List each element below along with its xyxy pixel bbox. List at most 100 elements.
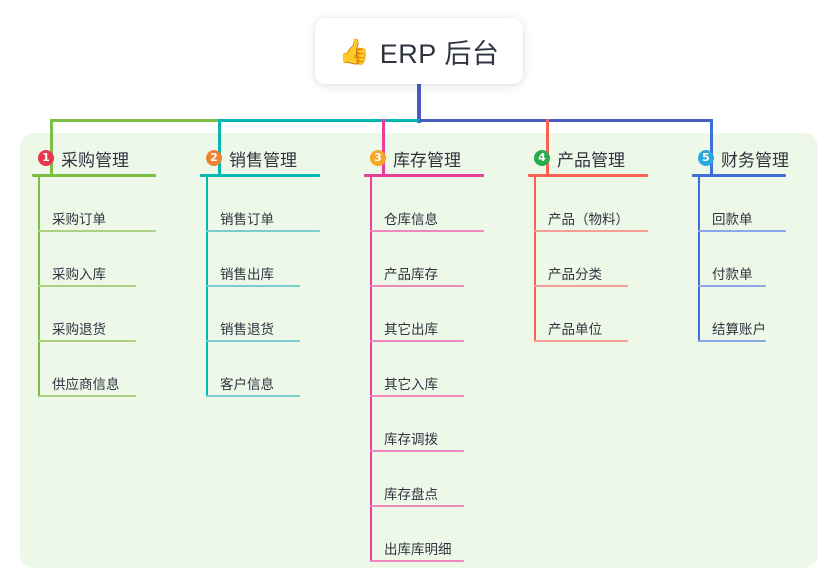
branch-column-2: 2 销售管理销售订单销售出库销售退货客户信息: [188, 146, 352, 566]
leaf-rule: [206, 395, 300, 397]
leaf-rule: [370, 285, 464, 287]
leaf-label: 销售退货: [220, 322, 274, 337]
branch-column-5: 5 财务管理回款单付款单结算账户: [680, 146, 818, 566]
leaf-label: 产品库存: [384, 267, 438, 282]
leaf-label: 回款单: [712, 212, 753, 227]
leaf-rule: [370, 505, 464, 507]
root-node[interactable]: 👍 ERP 后台: [315, 18, 523, 84]
branch-spine: [698, 174, 700, 342]
branch-spine: [534, 174, 536, 342]
root-title: ERP 后台: [379, 38, 500, 69]
leaf-rule: [38, 340, 136, 342]
branch-header-3[interactable]: 3 库存管理: [352, 146, 516, 170]
leaf-label: 采购退货: [52, 322, 106, 337]
leaf-label: 库存调拨: [384, 432, 438, 447]
leaf-label: 销售订单: [220, 212, 274, 227]
leaf-item[interactable]: 销售订单: [188, 208, 352, 234]
branch-header-rule: [364, 174, 484, 177]
branch-column-3: 3 库存管理仓库信息产品库存其它出库其它入库库存调拨库存盘点出库库明细: [352, 146, 516, 566]
leaf-label: 供应商信息: [52, 377, 120, 392]
leaf-label: 产品（物料）: [548, 212, 629, 227]
leaf-label: 出库库明细: [384, 542, 452, 557]
root-stem-connector: [417, 84, 421, 123]
leaf-item[interactable]: 其它入库: [352, 373, 516, 399]
branch-spine: [370, 174, 372, 562]
leaf-item[interactable]: 付款单: [680, 263, 818, 289]
branch-drop-connector: [382, 119, 385, 177]
leaf-label: 结算账户: [712, 322, 766, 337]
leaf-item[interactable]: 客户信息: [188, 373, 352, 399]
branch-header-2[interactable]: 2 销售管理: [188, 146, 352, 170]
leaf-label: 产品单位: [548, 322, 602, 337]
leaf-rule: [206, 230, 320, 232]
bus-segment: [218, 119, 422, 122]
diagram-panel: [20, 133, 818, 568]
branch-drop-connector: [218, 119, 221, 177]
branch-header-rule: [528, 174, 648, 177]
thumbs-up-icon: 👍: [338, 36, 370, 66]
leaf-rule: [370, 450, 464, 452]
branch-number-badge: 2: [206, 150, 222, 166]
leaf-item[interactable]: 结算账户: [680, 318, 818, 344]
leaf-item[interactable]: 产品单位: [516, 318, 680, 344]
leaf-label: 库存盘点: [384, 487, 438, 502]
leaf-item[interactable]: 库存调拨: [352, 428, 516, 454]
leaf-rule: [370, 560, 464, 562]
leaf-label: 采购入库: [52, 267, 106, 282]
leaf-rule: [370, 230, 484, 232]
leaf-item[interactable]: 销售退货: [188, 318, 352, 344]
leaf-label: 采购订单: [52, 212, 106, 227]
leaf-rule: [534, 230, 648, 232]
branch-header-1[interactable]: 1 采购管理: [20, 146, 188, 170]
leaf-item[interactable]: 销售出库: [188, 263, 352, 289]
branch-header-rule: [32, 174, 156, 177]
leaf-item[interactable]: 其它出库: [352, 318, 516, 344]
leaf-item[interactable]: 库存盘点: [352, 483, 516, 509]
leaf-rule: [38, 285, 136, 287]
leaf-label: 仓库信息: [384, 212, 438, 227]
leaf-label: 产品分类: [548, 267, 602, 282]
leaf-item[interactable]: 产品分类: [516, 263, 680, 289]
branch-title: 产品管理: [557, 150, 625, 170]
branch-header-5[interactable]: 5 财务管理: [680, 146, 818, 170]
leaf-item[interactable]: 采购退货: [20, 318, 188, 344]
branch-drop-connector: [546, 119, 549, 177]
leaf-rule: [38, 395, 136, 397]
leaf-rule: [206, 340, 300, 342]
leaf-item[interactable]: 供应商信息: [20, 373, 188, 399]
leaf-item[interactable]: 产品库存: [352, 263, 516, 289]
branch-drop-connector: [710, 119, 713, 177]
leaf-rule: [370, 340, 464, 342]
leaf-rule: [370, 395, 464, 397]
leaf-item[interactable]: 产品（物料）: [516, 208, 680, 234]
branch-title: 采购管理: [61, 150, 129, 170]
leaf-rule: [38, 230, 156, 232]
leaf-label: 销售出库: [220, 267, 274, 282]
branch-title: 库存管理: [393, 150, 461, 170]
leaf-rule: [698, 340, 766, 342]
bus-segment: [50, 119, 221, 122]
branch-drop-connector: [50, 119, 53, 177]
branch-column-1: 1 采购管理采购订单采购入库采购退货供应商信息: [20, 146, 188, 566]
leaf-rule: [534, 340, 628, 342]
leaf-item[interactable]: 采购入库: [20, 263, 188, 289]
branch-header-rule: [692, 174, 786, 177]
leaf-item[interactable]: 采购订单: [20, 208, 188, 234]
leaf-item[interactable]: 出库库明细: [352, 538, 516, 564]
leaf-item[interactable]: 回款单: [680, 208, 818, 234]
leaf-rule: [206, 285, 300, 287]
bus-segment: [419, 119, 713, 122]
branch-number-badge: 1: [38, 150, 54, 166]
branch-header-rule: [200, 174, 320, 177]
leaf-rule: [534, 285, 628, 287]
leaf-label: 客户信息: [220, 377, 274, 392]
branch-title: 财务管理: [721, 150, 789, 170]
leaf-rule: [698, 230, 786, 232]
leaf-item[interactable]: 仓库信息: [352, 208, 516, 234]
branch-number-badge: 5: [698, 150, 714, 166]
branch-number-badge: 3: [370, 150, 386, 166]
branch-title: 销售管理: [229, 150, 297, 170]
